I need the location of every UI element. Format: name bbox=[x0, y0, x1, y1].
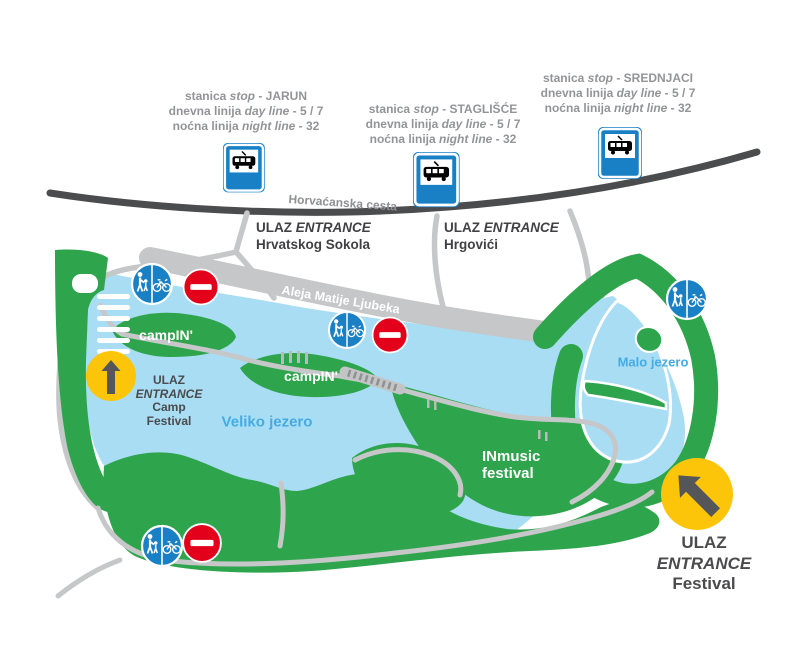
camp-entrance-label: ULAZ ENTRANCE Camp Festival bbox=[135, 373, 203, 428]
festival-entrance-entrance: ENTRANCE bbox=[656, 553, 752, 573]
right-peninsula-green-ring bbox=[533, 253, 719, 508]
festival-entrance-marker bbox=[661, 458, 733, 530]
festival-area-label: INmusic festival bbox=[482, 448, 540, 482]
bridge bbox=[339, 366, 406, 395]
camp-entrance-camp: Camp bbox=[152, 400, 186, 414]
lakeside-street-road bbox=[139, 247, 556, 343]
no-entry-sign-south bbox=[182, 523, 222, 563]
station-info-jarun: stanica stop - JARUN dnevna linija day l… bbox=[169, 89, 324, 134]
festival-entrance-label: ULAZ ENTRANCE Festival bbox=[657, 533, 751, 595]
south-park-strip bbox=[103, 452, 660, 573]
camp-entrance-entrance: ENTRANCE bbox=[135, 386, 203, 401]
camp-area-label-2: campIN' bbox=[284, 368, 338, 384]
tram-stop-sign-srednjaci bbox=[596, 125, 644, 181]
festival-entrance-festival: Festival bbox=[672, 574, 736, 593]
station-line: noćna linija night line - 32 bbox=[172, 119, 320, 133]
entrance-street: Hrvatskog Sokola bbox=[256, 237, 371, 252]
pedestrian-bicycle-sign-north bbox=[328, 311, 366, 349]
big-lake-label: Veliko jezero bbox=[221, 413, 313, 431]
small-island-round bbox=[634, 326, 664, 354]
station-info-srednjaci: stanica stop - SREDNJACI dnevna linija d… bbox=[541, 71, 696, 116]
station-line: stanica stop - JARUN bbox=[184, 89, 308, 103]
left-shore-green bbox=[55, 249, 116, 513]
camp-entrance-festival: Festival bbox=[146, 413, 192, 428]
festival-island-green bbox=[390, 383, 625, 517]
festival-entrance-ulaz: ULAZ bbox=[681, 533, 727, 552]
pedestrian-bicycle-sign-south bbox=[140, 524, 184, 568]
station-line: dnevna linija day line - 5 / 7 bbox=[365, 117, 521, 131]
no-entry-sign-nw bbox=[182, 268, 220, 306]
pedestrian-bicycle-sign-east bbox=[665, 277, 709, 321]
entrance-title: ULAZ ENTRANCE bbox=[444, 220, 559, 235]
station-line: stanica stop - SREDNJACI bbox=[542, 71, 694, 85]
camp-peninsula-1 bbox=[112, 312, 236, 357]
tram-stop-sign-stagliste bbox=[411, 150, 461, 209]
camp-entrance-ulaz: ULAZ bbox=[152, 373, 185, 387]
station-line: noćna linija night line - 32 bbox=[369, 132, 517, 146]
entrance-street: Hrgovići bbox=[444, 237, 499, 252]
festival-area-line1: INmusic bbox=[482, 448, 541, 465]
station-line: stanica stop - STAGLIŠĆE bbox=[368, 102, 518, 116]
entrance-title: ULAZ ENTRANCE bbox=[256, 220, 371, 235]
camp-area-label-1: campIN' bbox=[139, 327, 193, 343]
entrance-label-hrgovici: ULAZ ENTRANCE Hrgovići bbox=[444, 219, 559, 253]
park-green-areas bbox=[55, 249, 660, 573]
entrance-label-hrvatskog-sokola: ULAZ ENTRANCE Hrvatskog Sokola bbox=[256, 219, 371, 253]
tram-stop-sign-jarun bbox=[221, 141, 266, 194]
main-road-horvacanska bbox=[46, 148, 761, 216]
pedestrian-bicycle-sign-nw bbox=[130, 262, 174, 306]
festival-area-line2: festival bbox=[482, 465, 534, 482]
station-info-stagliste: stanica stop - STAGLIŠĆE dnevna linija d… bbox=[366, 102, 521, 147]
station-line: dnevna linija day line - 5 / 7 bbox=[168, 104, 324, 118]
pier-marks bbox=[281, 351, 548, 441]
small-island-sliver bbox=[582, 379, 668, 411]
marina-and-lane-markers bbox=[72, 274, 130, 354]
no-entry-sign-north bbox=[371, 316, 409, 354]
camp-entrance-marker bbox=[86, 351, 136, 401]
small-lake-label: Malo jezero bbox=[617, 354, 689, 370]
station-line: noćna linija night line - 32 bbox=[544, 101, 692, 115]
station-line: dnevna linija day line - 5 / 7 bbox=[540, 86, 696, 100]
